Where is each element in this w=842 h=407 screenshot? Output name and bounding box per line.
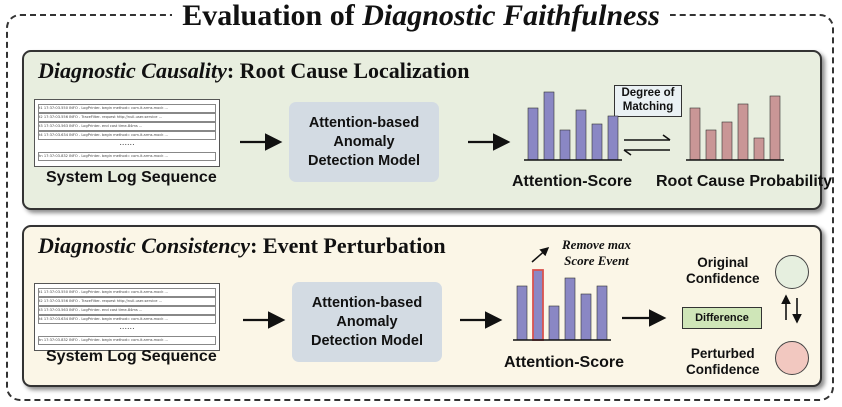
- remove-arrow: [531, 247, 550, 263]
- log-sequence-label: System Log Sequence: [46, 169, 217, 186]
- bar: [548, 305, 560, 341]
- causality-title: Diagnostic Causality: Root Cause Localiz…: [38, 58, 469, 84]
- causality-title-rest: : Root Cause Localization: [226, 58, 470, 83]
- log-sequence: t1 17:37:03.550 INFO - LogPrinter- begin…: [34, 283, 220, 351]
- causality-title-italic: Diagnostic Causality: [38, 58, 227, 83]
- consistency-title-italic: Diagnostic Consistency: [38, 233, 251, 258]
- bar: [705, 129, 717, 161]
- bar: [753, 137, 765, 161]
- match-line: Matching: [622, 101, 674, 113]
- bar: [516, 285, 528, 341]
- attention-bars: [524, 91, 622, 161]
- bar: [596, 285, 608, 341]
- model-line: Attention-based: [311, 294, 423, 311]
- conf-line: Perturbed: [690, 346, 755, 361]
- consistency-title-rest: : Event Perturbation: [250, 233, 446, 258]
- attention-score-label: Attention-Score: [504, 354, 624, 371]
- model-line: Detection Model: [311, 332, 423, 349]
- bar: [559, 129, 571, 161]
- consistency-title: Diagnostic Consistency: Event Perturbati…: [38, 233, 446, 259]
- bar: [721, 121, 733, 161]
- matching-arrow-right-head: [662, 134, 671, 141]
- bar: [737, 103, 749, 161]
- log-sequence-label: System Log Sequence: [46, 348, 217, 365]
- title-italic: Diagnostic Faithfulness: [362, 0, 660, 32]
- log-row: t3 17:37:03.563 INFO - LogPrinter- end c…: [38, 122, 216, 131]
- model-line: Anomaly: [336, 313, 398, 330]
- remove-line: Score Event: [564, 253, 629, 268]
- remove-line: Remove max: [562, 237, 631, 252]
- difference-box: Difference: [682, 307, 762, 329]
- conf-line: Confidence: [686, 362, 760, 377]
- title-prefix: Evaluation of: [182, 0, 363, 32]
- matching-arrow-left-head: [623, 149, 632, 156]
- model-line: Detection Model: [308, 152, 420, 169]
- bar: [580, 293, 592, 341]
- attention-score-label: Attention-Score: [512, 173, 632, 190]
- root-cause-probability-label: Root Cause Probability: [656, 173, 833, 190]
- conf-line: Original: [697, 255, 749, 270]
- bar: [543, 91, 555, 161]
- log-row-last: tn 17:37:03.832 INFO - LogPrinter- begin…: [38, 152, 216, 161]
- bar: [575, 109, 587, 161]
- bar: [527, 107, 539, 161]
- bar: [689, 107, 701, 161]
- log-row: t4 17:37:03.634 INFO - LogPrinter- begin…: [38, 315, 216, 324]
- perturbed-confidence-circle: [775, 341, 809, 375]
- original-confidence-circle: [775, 255, 809, 289]
- bar: [532, 269, 544, 341]
- log-ellipsis: ......: [119, 322, 135, 331]
- log-row: t3 17:37:03.563 INFO - LogPrinter- end c…: [38, 306, 216, 315]
- root-cause-bars: [686, 95, 784, 161]
- bar: [591, 123, 603, 161]
- model-line: Anomaly: [333, 133, 395, 150]
- model-line: Attention-based: [308, 114, 420, 131]
- bar: [769, 95, 781, 161]
- page-title: Evaluation of Diagnostic Faithfulness: [0, 0, 842, 34]
- consistency-panel: Diagnostic Consistency: Event Perturbati…: [22, 225, 822, 387]
- log-row: t1 17:37:03.550 INFO - LogPrinter- begin…: [38, 104, 216, 113]
- log-row: t2 17:37:03.556 INFO - TraceFilter- requ…: [38, 113, 216, 122]
- log-row-last: tn 17:37:03.832 INFO - LogPrinter- begin…: [38, 336, 216, 345]
- degree-of-matching-box: Degree of Matching: [614, 85, 682, 117]
- conf-line: Confidence: [686, 271, 760, 286]
- bar: [607, 115, 619, 161]
- perturbed-attention-bars: [513, 269, 611, 341]
- causality-panel: Diagnostic Causality: Root Cause Localiz…: [22, 50, 832, 210]
- log-sequence: t1 17:37:03.550 INFO - LogPrinter- begin…: [34, 99, 220, 167]
- bar: [564, 277, 576, 341]
- match-line: Degree of: [621, 87, 675, 99]
- log-row: t4 17:37:03.634 INFO - LogPrinter- begin…: [38, 131, 216, 140]
- log-row: t1 17:37:03.550 INFO - LogPrinter- begin…: [38, 288, 216, 297]
- log-ellipsis: ......: [119, 138, 135, 147]
- log-row: t2 17:37:03.556 INFO - TraceFilter- requ…: [38, 297, 216, 306]
